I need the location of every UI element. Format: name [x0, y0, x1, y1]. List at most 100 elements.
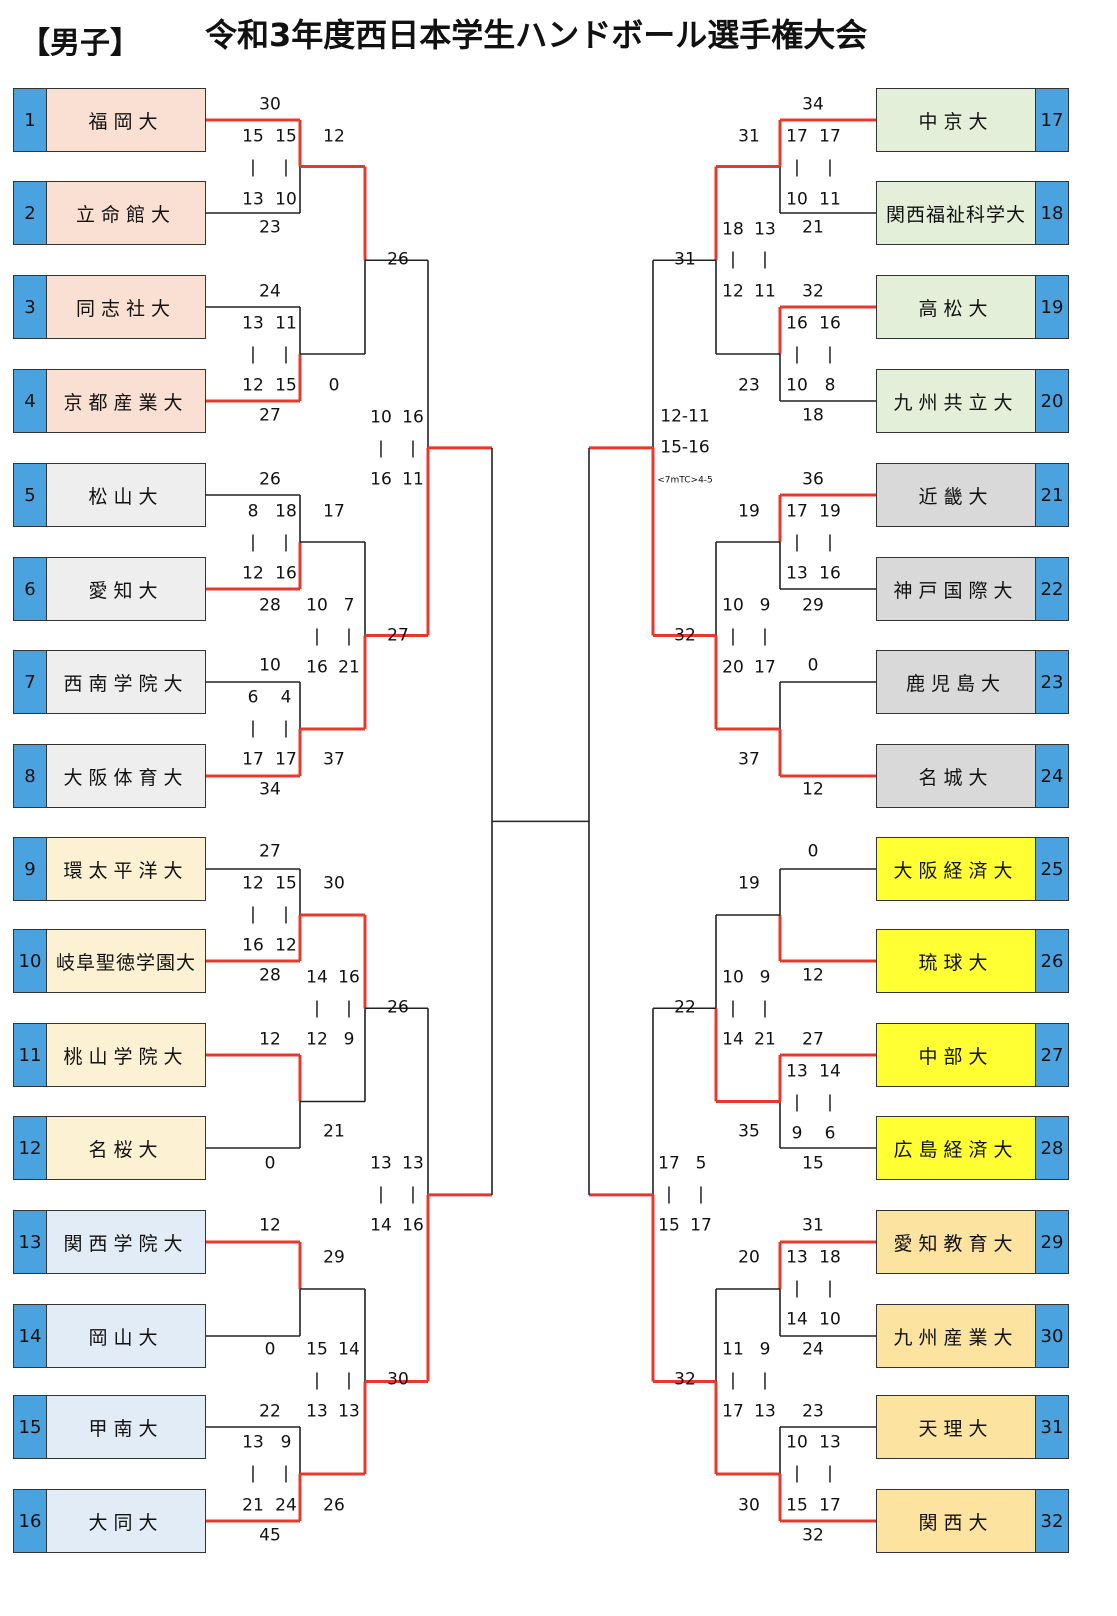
score-label: 8 [247, 501, 259, 522]
score-label: 14 [306, 967, 328, 988]
score-label: 10 [722, 595, 744, 616]
seed-number: 31 [1035, 1396, 1068, 1458]
score-label: 26 [259, 469, 281, 490]
team-name: 同志社大 [47, 276, 205, 338]
score-label: 16 [402, 1215, 424, 1236]
score-label: 32 [802, 281, 824, 302]
score-label: 18 [819, 1247, 841, 1268]
team-name: 立命館大 [47, 182, 205, 244]
team-name: 広島経済大 [877, 1117, 1035, 1179]
score-label: 26 [387, 249, 409, 270]
score-label: 17 [275, 749, 297, 770]
score-label: 30 [323, 873, 345, 894]
seed-number: 25 [1035, 838, 1068, 900]
score-label: | [730, 1370, 736, 1391]
score-label: 17 [754, 657, 776, 678]
seed-number: 30 [1035, 1305, 1068, 1367]
score-label: 9 [759, 1339, 771, 1360]
score-label: 31 [802, 1215, 824, 1236]
score-label: 13 [786, 1061, 808, 1082]
score-label: 17 [242, 749, 264, 770]
seed-number: 32 [1035, 1490, 1068, 1552]
team-name: 大阪経済大 [877, 838, 1035, 900]
seed-number: 7 [14, 651, 47, 713]
score-label: 15 [802, 1153, 824, 1174]
score-label: 12 [242, 563, 264, 584]
score-label: 27 [259, 841, 281, 862]
team-name: 岐阜聖徳学園大 [47, 930, 205, 992]
score-label: 21 [323, 1121, 345, 1142]
score-label: | [762, 626, 768, 647]
score-label: | [250, 1463, 256, 1484]
score-label: 15 [658, 1215, 680, 1236]
score-label: 11 [402, 469, 424, 490]
score-label: 36 [802, 469, 824, 490]
score-label: 34 [802, 94, 824, 115]
score-label: 12 [242, 873, 264, 894]
score-label: 27 [259, 405, 281, 426]
score-label: | [378, 1184, 384, 1205]
score-label: | [794, 344, 800, 365]
score-label: | [283, 904, 289, 925]
team-name: 岡山大 [47, 1305, 205, 1367]
team-name: 桃山学院大 [47, 1024, 205, 1086]
score-label: 22 [674, 997, 696, 1018]
team-name: 鹿児島大 [877, 651, 1035, 713]
score-label: | [346, 998, 352, 1019]
score-label: 32 [802, 1525, 824, 1546]
score-label: <7mTC>4-5 [657, 475, 713, 486]
score-label: | [250, 157, 256, 178]
team-name: 九州産業大 [877, 1305, 1035, 1367]
score-label: 12 [802, 965, 824, 986]
score-label: 13 [402, 1153, 424, 1174]
score-label: | [314, 1370, 320, 1391]
score-label: 29 [802, 595, 824, 616]
score-label: 26 [387, 997, 409, 1018]
team-name: 甲南大 [47, 1396, 205, 1458]
score-label: | [794, 1092, 800, 1113]
score-label: 17 [690, 1215, 712, 1236]
score-label: 31 [674, 249, 696, 270]
seed-number: 22 [1035, 558, 1068, 620]
score-label: 24 [802, 1339, 824, 1360]
score-label: | [283, 1463, 289, 1484]
seed-number: 20 [1035, 370, 1068, 432]
score-label: 35 [738, 1121, 760, 1142]
score-label: 37 [323, 749, 345, 770]
score-label: 16 [402, 407, 424, 428]
score-label: 28 [259, 595, 281, 616]
score-label: 13 [242, 1432, 264, 1453]
team-name: 琉球大 [877, 930, 1035, 992]
score-label: 10 [259, 655, 281, 676]
score-label: 15-16 [660, 437, 710, 458]
score-label: 13 [370, 1153, 392, 1174]
team-name: 高松大 [877, 276, 1035, 338]
score-label: 17 [323, 501, 345, 522]
score-label: 0 [807, 841, 819, 862]
score-label: 15 [786, 1495, 808, 1516]
seed-number: 1 [14, 89, 47, 151]
score-label: | [794, 1278, 800, 1299]
score-label: 12 [242, 375, 264, 396]
score-label: 18 [275, 501, 297, 522]
score-label: | [827, 1092, 833, 1113]
team-name: 関西学院大 [47, 1211, 205, 1273]
score-label: 0 [328, 375, 340, 396]
seed-number: 14 [14, 1305, 47, 1367]
score-label: 10 [786, 1432, 808, 1453]
score-label: | [250, 532, 256, 553]
score-label: 9 [759, 967, 771, 988]
team-name: 名桜大 [47, 1117, 205, 1179]
score-label: | [250, 904, 256, 925]
score-label: | [827, 1278, 833, 1299]
